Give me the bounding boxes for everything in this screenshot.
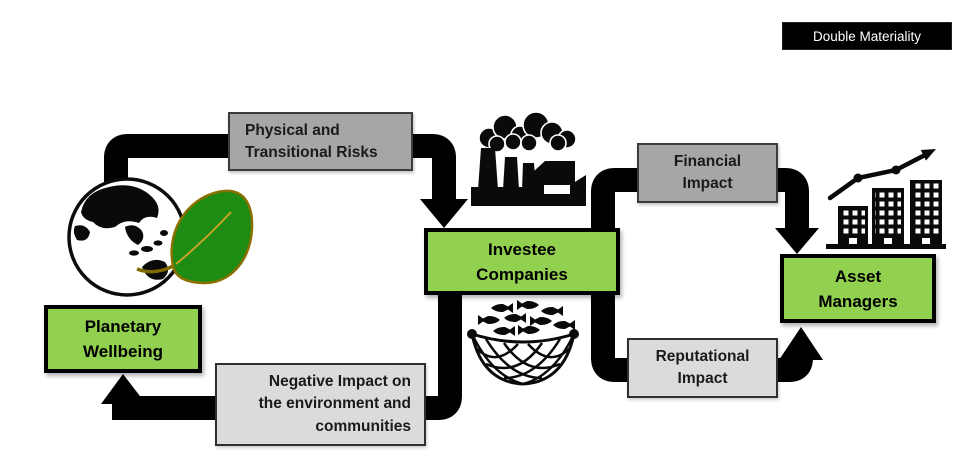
node-label-line: Planetary bbox=[84, 317, 162, 336]
node-label-line: Managers bbox=[818, 291, 898, 311]
negative-impact-box: Negative Impact on the environment and c… bbox=[215, 363, 426, 446]
box-label-line: Transitional Risks bbox=[245, 143, 378, 161]
node-label-line: Wellbeing bbox=[83, 342, 163, 361]
buildings-growth-chart-icon bbox=[826, 149, 946, 249]
box-label-line: Impact bbox=[677, 370, 728, 387]
physical-transitional-risks-box: Physical and Transitional Risks bbox=[228, 112, 413, 171]
financial-impact-box: Financial Impact bbox=[637, 143, 778, 203]
box-label-line: Financial bbox=[673, 153, 742, 170]
fish-in-net-icon bbox=[467, 300, 579, 386]
title-badge: Double Materiality bbox=[782, 22, 952, 50]
reputational-impact-box: Reputational Impact bbox=[627, 338, 778, 398]
investee-companies-node: Investee Companies bbox=[424, 228, 620, 295]
node-label-line: Investee bbox=[487, 239, 557, 259]
node-label-line: Companies bbox=[476, 264, 568, 284]
node-label-line: Asset bbox=[834, 266, 882, 286]
title-badge-label: Double Materiality bbox=[812, 28, 922, 44]
box-label-line: communities bbox=[315, 417, 411, 435]
earth-globe-with-leaf-icon bbox=[67, 177, 254, 297]
planetary-wellbeing-node: Planetary Wellbeing bbox=[44, 305, 202, 373]
arrow-investee-to-planetary bbox=[101, 292, 462, 420]
box-label-line: Impact bbox=[682, 175, 733, 192]
box-label-line: Negative Impact on bbox=[268, 372, 411, 390]
asset-managers-node: Asset Managers bbox=[780, 254, 936, 323]
box-label-line: the environment and bbox=[258, 395, 411, 413]
box-label-line: Reputational bbox=[655, 348, 750, 365]
factory-emissions-icon bbox=[471, 112, 586, 206]
box-label-line: Physical and bbox=[245, 121, 340, 139]
